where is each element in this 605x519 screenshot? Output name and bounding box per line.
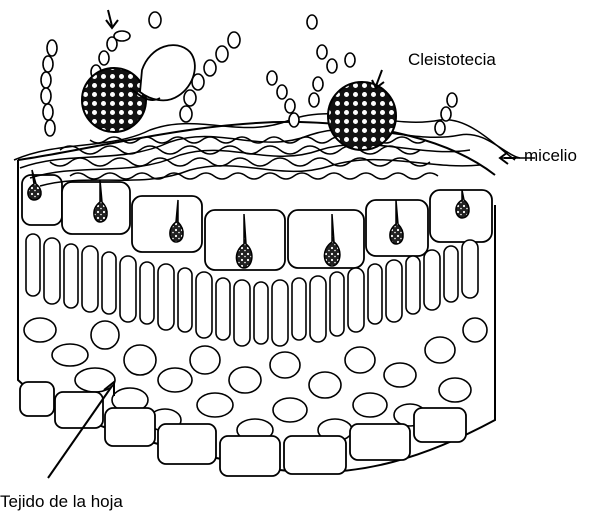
label-tejido-de-la-hoja: Tejido de la hoja xyxy=(0,492,123,512)
cleistothecium-left xyxy=(82,68,146,132)
label-cleistotecia: Cleistotecia xyxy=(408,50,496,70)
label-micelio: micelio xyxy=(524,146,577,166)
cleistothecium-right xyxy=(328,82,396,150)
